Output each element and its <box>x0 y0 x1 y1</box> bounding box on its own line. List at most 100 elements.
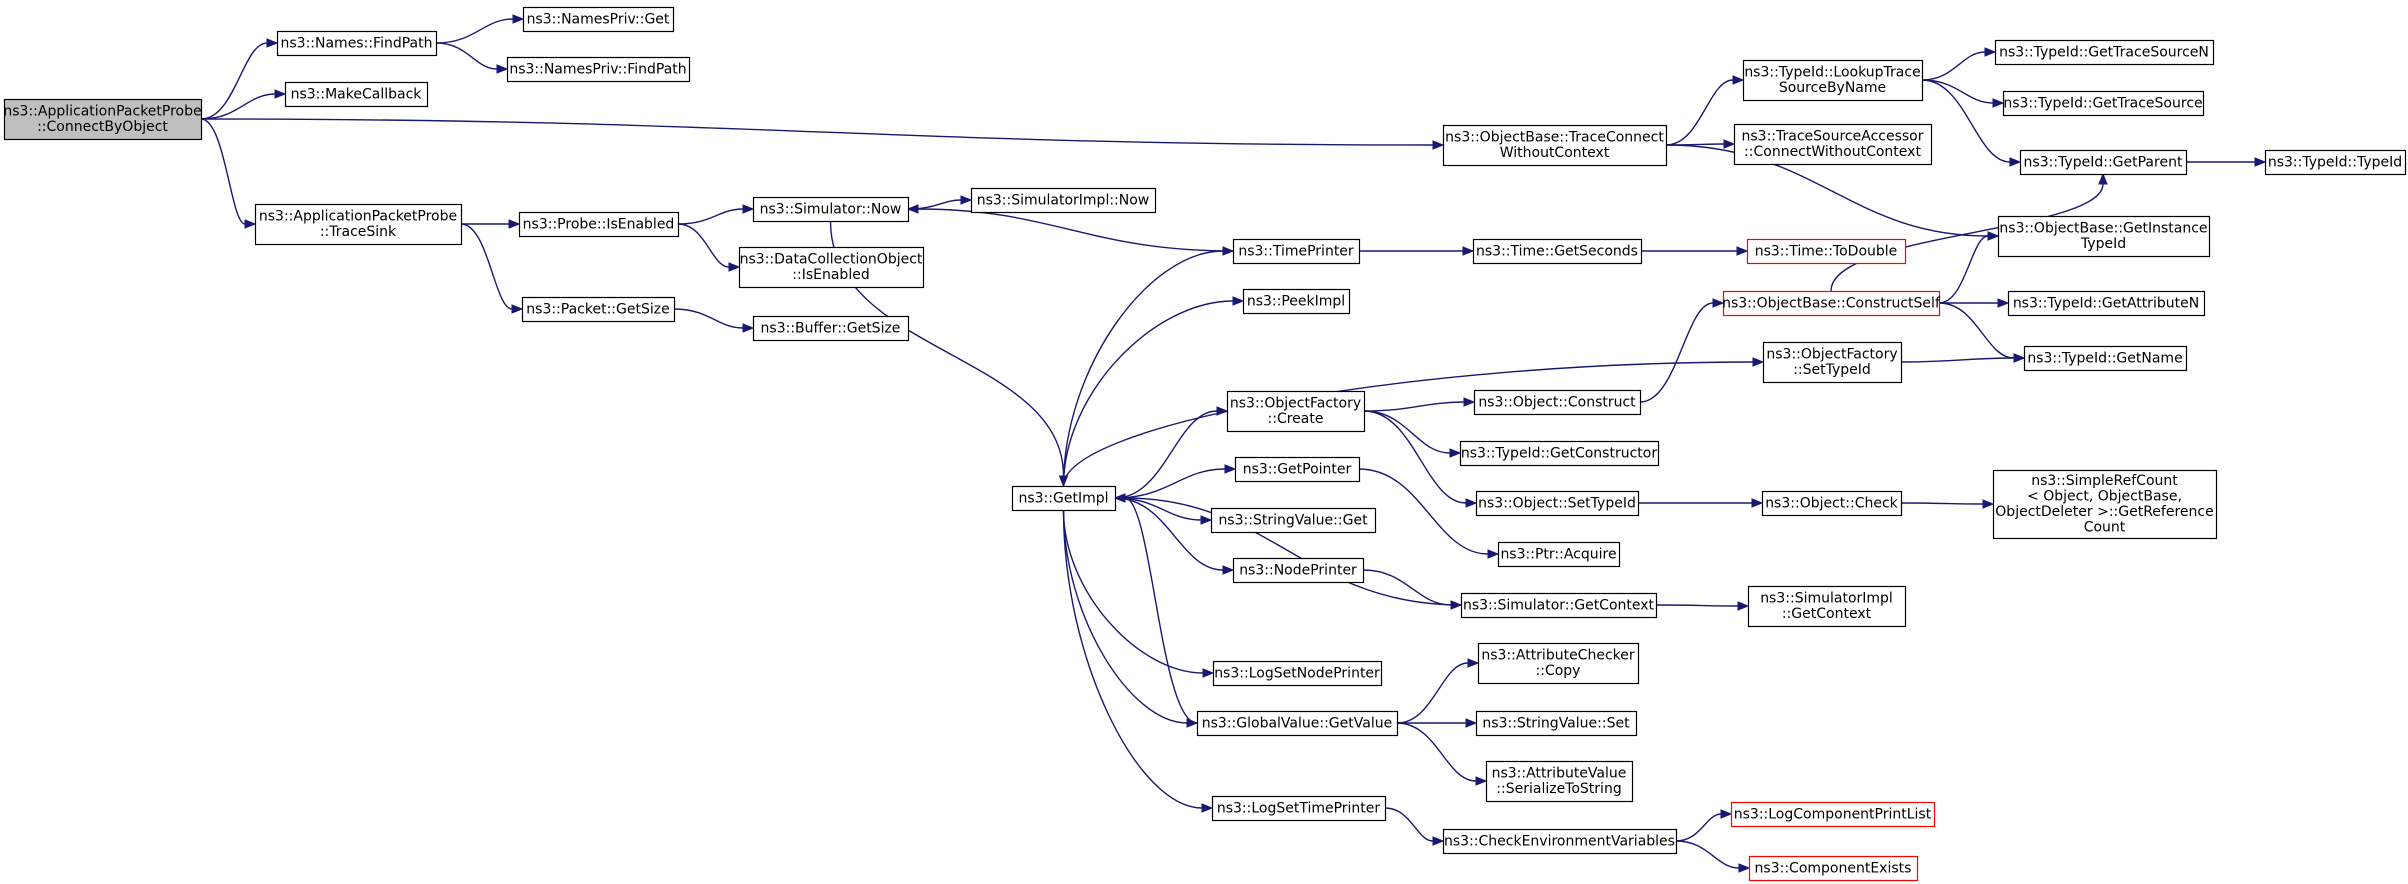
node-ConstructSelf[interactable]: ns3::ObjectBase::ConstructSelf <box>1722 290 1941 317</box>
edge-line <box>1938 235 1989 304</box>
edge-arrowhead <box>2098 172 2108 185</box>
node-label: WithoutContext <box>1500 145 1610 161</box>
node-TimePrinter[interactable]: ns3::TimePrinter <box>1232 238 1361 265</box>
node-PtrAcquire[interactable]: ns3::Ptr::Acquire <box>1497 541 1621 568</box>
node-label: ObjectDeleter >::GetReference <box>1995 504 2213 520</box>
edge-line <box>1675 840 1740 869</box>
node-GetParent[interactable]: ns3::TypeId::GetParent <box>2019 149 2188 176</box>
edge-line <box>1362 569 1452 606</box>
edge-line <box>1124 497 1462 606</box>
node-GetPointer[interactable]: ns3::GetPointer <box>1234 456 1361 483</box>
node-box <box>1232 238 1361 265</box>
node-ObjectSetTypeId[interactable]: ns3::Object::SetTypeId <box>1475 490 1640 517</box>
node-box <box>1742 59 1924 102</box>
node-box <box>970 187 1157 214</box>
node-PacketGetSize[interactable]: ns3::Packet::GetSize <box>521 296 676 323</box>
edge-line <box>1675 813 1722 842</box>
node-AttributeValueSerialize[interactable]: ns3::AttributeValue::SerializeToString <box>1485 760 1634 803</box>
node-GetConstructor[interactable]: ns3::TypeId::GetConstructor <box>1459 440 1660 467</box>
node-NamesFindPath[interactable]: ns3::Names::FindPath <box>276 30 438 57</box>
node-GetImpl[interactable]: ns3::GetImpl <box>1011 485 1117 512</box>
node-label: ns3::AttributeValue <box>1492 766 1627 782</box>
node-label: ns3::TypeId::GetParent <box>2024 154 2183 170</box>
node-GetTraceSourceN[interactable]: ns3::TypeId::GetTraceSourceN <box>1994 39 2215 66</box>
node-label: ns3::Simulator::Now <box>760 201 902 217</box>
node-label: ns3::StringValue::Get <box>1218 512 1368 528</box>
node-box <box>1234 456 1361 483</box>
node-ObjectCheck[interactable]: ns3::Object::Check <box>1761 490 1903 517</box>
node-box <box>2264 149 2407 176</box>
node-ConnectByObject[interactable]: ns3::ApplicationPacketProbe::ConnectByOb… <box>3 98 203 141</box>
edge-line <box>1363 410 1467 504</box>
edge-line <box>200 118 246 225</box>
node-label: ns3::Packet::GetSize <box>526 301 669 317</box>
node-box <box>284 81 429 108</box>
node-GlobalValueGetValue[interactable]: ns3::GlobalValue::GetValue <box>1196 710 1399 737</box>
node-NamesPrivGet[interactable]: ns3::NamesPriv::Get <box>522 6 675 33</box>
node-label: ns3::SimulatorImpl <box>1760 591 1893 607</box>
node-box <box>1730 801 1936 828</box>
node-box <box>276 30 438 57</box>
node-ObjectConstruct[interactable]: ns3::Object::Construct <box>1473 389 1642 416</box>
node-LogSetTimePrinter[interactable]: ns3::LogSetTimePrinter <box>1211 795 1387 822</box>
edge-arrowhead <box>2254 157 2267 167</box>
node-GetAttributeN[interactable]: ns3::TypeId::GetAttributeN <box>2007 290 2206 317</box>
node-DataCollectionIsEnabled[interactable]: ns3::DataCollectionObject::IsEnabled <box>738 246 925 289</box>
node-TraceConnectWithoutContext[interactable]: ns3::ObjectBase::TraceConnectWithoutCont… <box>1442 124 1668 167</box>
node-CheckEnvironmentVariables[interactable]: ns3::CheckEnvironmentVariables <box>1442 828 1678 855</box>
edge-arrowhead <box>1462 246 1475 256</box>
node-box <box>1460 592 1658 619</box>
node-NodePrinter[interactable]: ns3::NodePrinter <box>1232 557 1365 584</box>
edge-GetImpl-to-TimePrinter <box>1062 246 1235 487</box>
node-label: ::Copy <box>1536 663 1581 679</box>
edge-arrowhead <box>496 64 509 74</box>
edge-arrowhead <box>1200 515 1213 525</box>
node-SimulatorImplGetContext[interactable]: ns3::SimulatorImpl::GetContext <box>1747 585 1907 628</box>
edge-line <box>1062 509 1188 724</box>
edge-arrowhead <box>1712 298 1725 308</box>
node-LogSetNodePrinter[interactable]: ns3::LogSetNodePrinter <box>1212 660 1383 687</box>
node-label: ns3::GetImpl <box>1018 490 1108 506</box>
edge-line <box>1124 497 1198 724</box>
node-MakeCallback[interactable]: ns3::MakeCallback <box>284 81 429 108</box>
node-StringValueGet[interactable]: ns3::StringValue::Get <box>1210 507 1377 534</box>
node-GetTraceSource[interactable]: ns3::TypeId::GetTraceSource <box>2002 90 2205 117</box>
node-TypeIdGetName[interactable]: ns3::TypeId::GetName <box>2023 345 2188 372</box>
node-ObjectFactorySetTypeId[interactable]: ns3::ObjectFactory::SetTypeId <box>1762 341 1903 384</box>
node-SimulatorImplNow[interactable]: ns3::SimulatorImpl::Now <box>970 187 1157 214</box>
node-SimpleRefCountGetReferenceCount[interactable]: ns3::SimpleRefCount< Object, ObjectBase,… <box>1992 469 2218 540</box>
node-ObjectFactoryCreate[interactable]: ns3::ObjectFactory::Create <box>1226 390 1366 433</box>
node-PeekImpl[interactable]: ns3::PeekImpl <box>1242 288 1351 315</box>
node-box <box>2007 290 2206 317</box>
node-NamesPrivFindPath[interactable]: ns3::NamesPriv::FindPath <box>506 56 691 83</box>
node-TraceSink[interactable]: ns3::ApplicationPacketProbe::TraceSink <box>254 203 463 246</box>
edge-ObjectConstruct-to-ConstructSelf <box>1639 298 1725 403</box>
node-StringValueSet[interactable]: ns3::StringValue::Set <box>1475 710 1638 737</box>
node-TypeIdTypeId[interactable]: ns3::TypeId::TypeId <box>2264 149 2407 176</box>
node-box <box>1748 855 1919 882</box>
node-label: ns3::TypeId::TypeId <box>2268 154 2402 170</box>
edge-arrowhead <box>1987 231 2000 241</box>
node-LogComponentPrintList[interactable]: ns3::LogComponentPrintList <box>1730 801 1936 828</box>
edge-SimulatorGetContext-to-SimulatorImplGetContext <box>1655 601 1750 611</box>
edge-arrowhead <box>1720 809 1733 819</box>
node-AttributeCheckerCopy[interactable]: ns3::AttributeChecker::Copy <box>1477 642 1640 685</box>
node-SimulatorNow[interactable]: ns3::Simulator::Now <box>752 196 910 223</box>
node-box <box>1722 290 1941 317</box>
node-SimulatorGetContext[interactable]: ns3::Simulator::GetContext <box>1460 592 1658 619</box>
node-label: ::SerializeToString <box>1496 781 1621 797</box>
node-label: ns3::NamesPriv::FindPath <box>509 61 686 77</box>
node-BufferGetSize[interactable]: ns3::Buffer::GetSize <box>752 315 910 342</box>
edge-arrowhead <box>1224 464 1237 474</box>
node-label: Count <box>2084 520 2126 536</box>
edge-ConnectByObject-to-MakeCallback <box>200 89 287 120</box>
node-ComponentExists[interactable]: ns3::ComponentExists <box>1748 855 1919 882</box>
node-TimeGetSeconds[interactable]: ns3::Time::GetSeconds <box>1472 238 1643 265</box>
node-label: ns3::Object::Check <box>1765 495 1898 511</box>
node-ProbeIsEnabled[interactable]: ns3::Probe::IsEnabled <box>518 211 680 238</box>
node-TimeToDouble[interactable]: ns3::Time::ToDouble <box>1746 238 1907 265</box>
node-TraceSourceAccessorConnect[interactable]: ns3::TraceSourceAccessor::ConnectWithout… <box>1733 123 1933 166</box>
